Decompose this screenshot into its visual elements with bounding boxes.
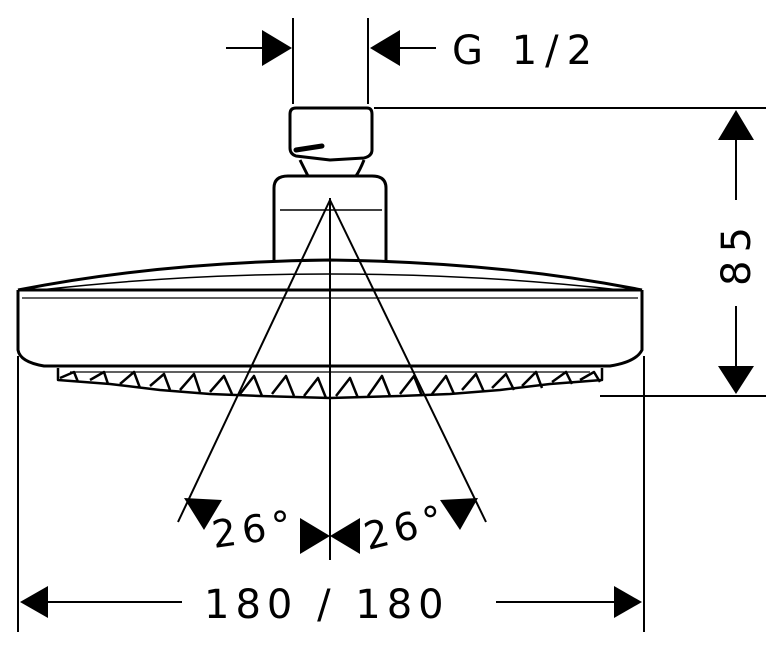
height-dimension	[374, 107, 766, 397]
spray-angle-lines	[177, 198, 487, 560]
spray-line-right	[329, 199, 487, 523]
width-label: 180 / 180	[204, 582, 450, 628]
right-angle-label: 26°	[360, 495, 453, 558]
centre-arrow-left	[300, 518, 330, 554]
angle-arrowheads	[184, 498, 478, 554]
spray-line-left	[177, 199, 331, 523]
height-label: 85	[714, 219, 760, 286]
thread-dimension	[226, 18, 436, 104]
width-dimension	[17, 356, 645, 632]
thread-size-label: G 1/2	[452, 28, 600, 74]
thread-connector	[288, 106, 374, 178]
centre-arrow-right	[330, 518, 360, 554]
right-spray-arrow	[440, 498, 478, 530]
left-spray-arrow	[184, 498, 222, 530]
left-angle-label: 26°	[209, 501, 300, 556]
